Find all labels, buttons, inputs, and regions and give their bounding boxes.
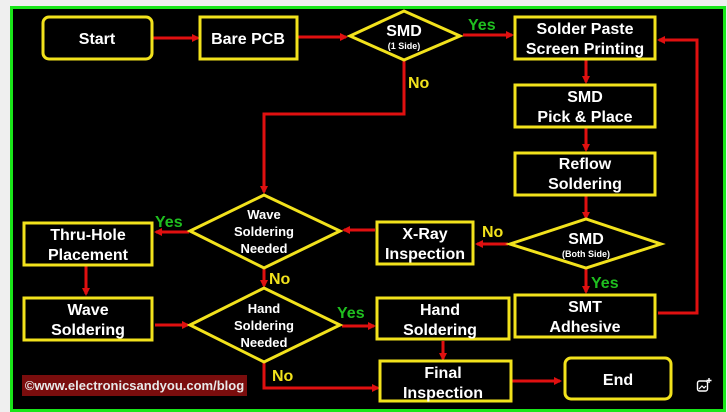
label-no-smd1: No <box>408 75 430 92</box>
node-pick-place <box>513 83 657 129</box>
text-reflow-1: Reflow <box>559 156 612 173</box>
node-final-inspection <box>378 359 513 403</box>
text-end: End <box>603 372 633 389</box>
node-xray <box>375 220 475 266</box>
node-end <box>563 356 673 401</box>
text-reflow-2: Soldering <box>548 176 622 193</box>
node-smt-adhesive <box>513 293 657 339</box>
node-wave-soldering <box>22 296 154 342</box>
text-final-1: Final <box>424 365 461 382</box>
label-yes-hand: Yes <box>337 305 365 322</box>
text-start: Start <box>79 31 116 48</box>
node-bare-pcb <box>198 15 299 61</box>
decision-smd-1side <box>346 9 464 62</box>
arrow-hand-no <box>262 362 380 392</box>
text-smd1-title: SMD <box>386 23 422 40</box>
node-start <box>41 15 154 61</box>
add-image-icon[interactable] <box>696 377 712 393</box>
label-yes-smd1: Yes <box>468 17 496 34</box>
node-reflow <box>513 151 657 197</box>
node-thru-hole <box>22 221 154 267</box>
text-wavesold-2: Soldering <box>51 322 125 339</box>
text-handsold-1: Hand <box>420 302 460 319</box>
label-no-wave: No <box>269 271 291 288</box>
text-handsold-2: Soldering <box>403 322 477 339</box>
text-thru-2: Placement <box>48 247 129 264</box>
label-no-hand: No <box>272 368 294 385</box>
text-final-2: Inspection <box>403 385 483 402</box>
credit-watermark: ©www.electronicsandyou.com/blog <box>22 375 247 396</box>
text-thru-1: Thru-Hole <box>50 227 126 244</box>
node-solder-paste <box>513 15 657 61</box>
text-hand-needed-1: Hand <box>248 301 281 316</box>
text-solder-paste-2: Screen Printing <box>526 41 644 58</box>
text-xray-1: X-Ray <box>402 226 447 243</box>
text-pick-2: Pick & Place <box>537 109 632 126</box>
label-yes-wave: Yes <box>155 214 183 231</box>
text-bare-pcb: Bare PCB <box>211 31 285 48</box>
decision-hand-needed <box>186 286 344 364</box>
text-wave-needed-3: Needed <box>241 241 288 256</box>
text-pick-1: SMD <box>567 89 603 106</box>
arrow-smd1-no <box>260 60 406 194</box>
text-wavesold-1: Wave <box>67 302 108 319</box>
label-no-smd2: No <box>482 224 504 241</box>
text-wave-needed-2: Soldering <box>234 224 294 239</box>
text-xray-2: Inspection <box>385 246 465 263</box>
label-yes-smd2: Yes <box>591 275 619 292</box>
node-hand-soldering <box>375 296 511 341</box>
arrow-smt-loop <box>657 36 699 315</box>
text-hand-needed-2: Soldering <box>234 318 294 333</box>
decision-smd-both <box>505 217 666 270</box>
text-smd2-sub: (Both Side) <box>562 249 610 259</box>
text-smd1-sub: (1 Side) <box>388 41 421 51</box>
text-wave-needed-1: Wave <box>247 207 280 222</box>
decision-wave-needed <box>186 193 344 270</box>
text-smt-2: Adhesive <box>549 319 620 336</box>
diagram-frame <box>10 6 726 412</box>
text-solder-paste-1: Solder Paste <box>537 21 634 38</box>
text-smt-1: SMT <box>568 299 602 316</box>
text-smd2-title: SMD <box>568 231 604 248</box>
text-hand-needed-3: Needed <box>241 335 288 350</box>
